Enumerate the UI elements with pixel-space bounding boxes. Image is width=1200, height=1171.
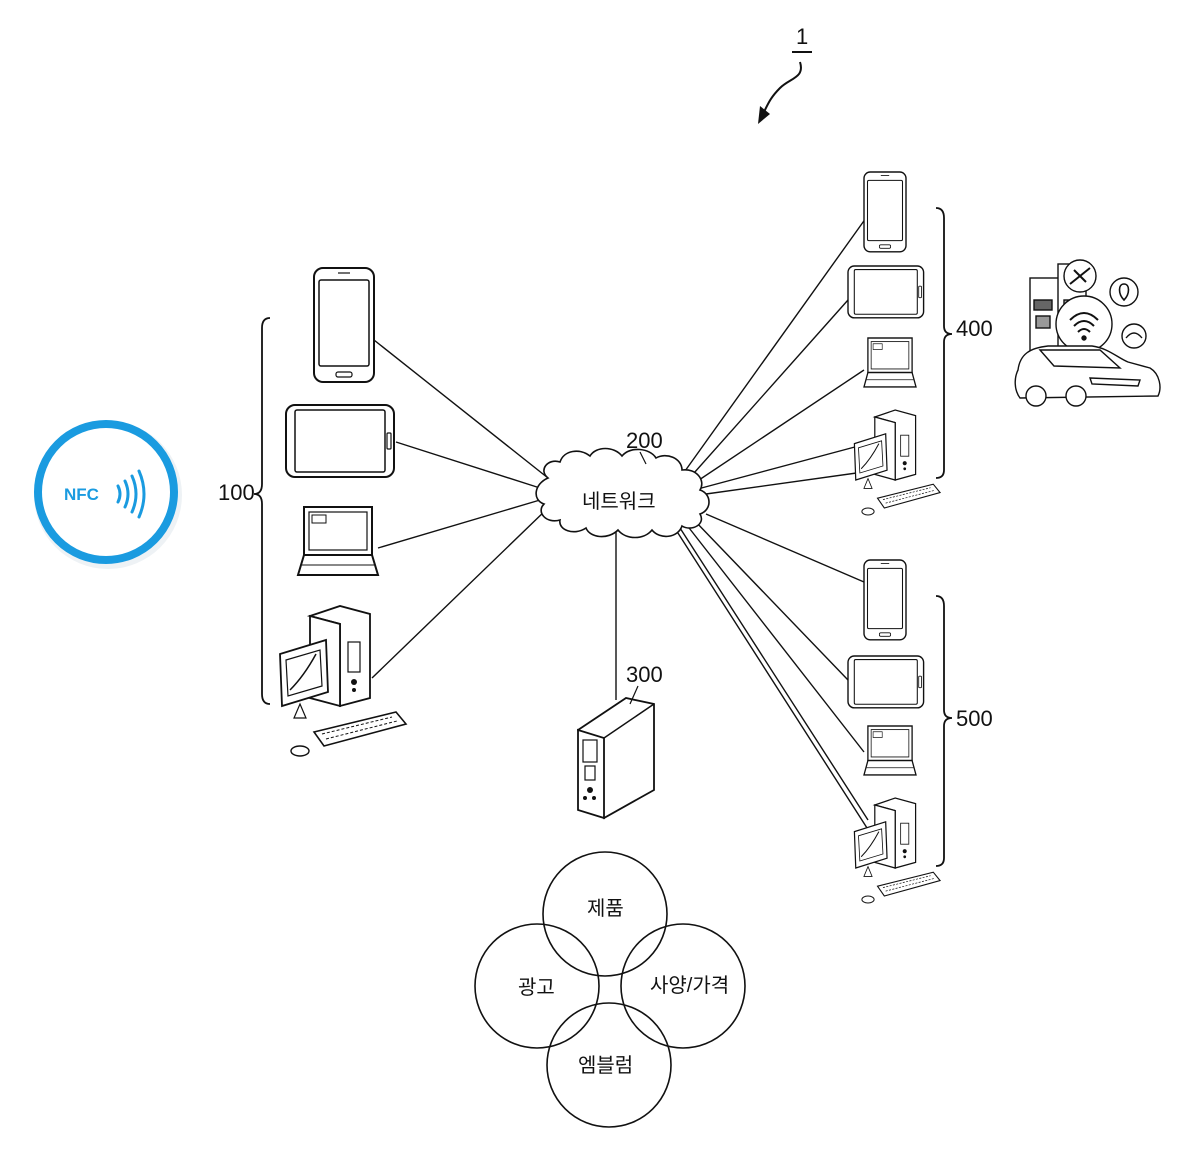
left-group-brace (254, 318, 270, 704)
connection-line (706, 470, 878, 494)
laptop-icon (864, 726, 916, 775)
connection-line (676, 530, 876, 842)
desktop-computer-icon (854, 798, 940, 903)
figure-ref-label: 1 (796, 24, 808, 49)
network-ref: 200 (626, 428, 663, 453)
laptop-icon (298, 507, 378, 575)
connection-line (694, 520, 848, 680)
right-top-group-brace (936, 208, 952, 478)
desktop-computer-icon (854, 410, 940, 515)
connected-car-icon (1015, 260, 1160, 406)
connection-line (378, 500, 540, 548)
nfc-badge: NFC (34, 421, 182, 569)
smartphone-icon (314, 268, 374, 382)
left-group-ref: 100 (218, 480, 255, 505)
tablet-icon (286, 405, 394, 477)
laptop-icon (864, 338, 916, 387)
connection-line (396, 442, 540, 488)
connection-line (372, 508, 548, 678)
connection-line (374, 340, 548, 478)
figure-ref-marker: 1 (758, 24, 812, 124)
venn-label-bottom: 엠블럼 (578, 1054, 633, 1077)
desktop-computer-icon (280, 606, 406, 756)
nfc-label: NFC (64, 485, 99, 504)
smartphone-icon (864, 172, 906, 252)
connection-line (680, 218, 866, 478)
connection-line (686, 524, 864, 752)
connection-line (706, 514, 864, 582)
left-device-group (280, 268, 406, 756)
venn-label-left: 광고 (518, 976, 555, 999)
right-bottom-group-brace (936, 596, 952, 866)
server-tower-icon (578, 698, 654, 818)
network-label: 네트워크 (582, 490, 656, 513)
right-top-group-ref: 400 (956, 316, 993, 341)
server-ref: 300 (626, 662, 663, 687)
network-cloud: 네트워크 (536, 449, 709, 538)
right-bottom-group-ref: 500 (956, 706, 993, 731)
smartphone-icon (864, 560, 906, 640)
venn-label-right: 사양/가격 (650, 974, 729, 997)
venn-label-top: 제품 (587, 897, 624, 920)
tablet-icon (848, 656, 924, 708)
tablet-icon (848, 266, 924, 318)
right-bottom-device-group (848, 560, 940, 903)
